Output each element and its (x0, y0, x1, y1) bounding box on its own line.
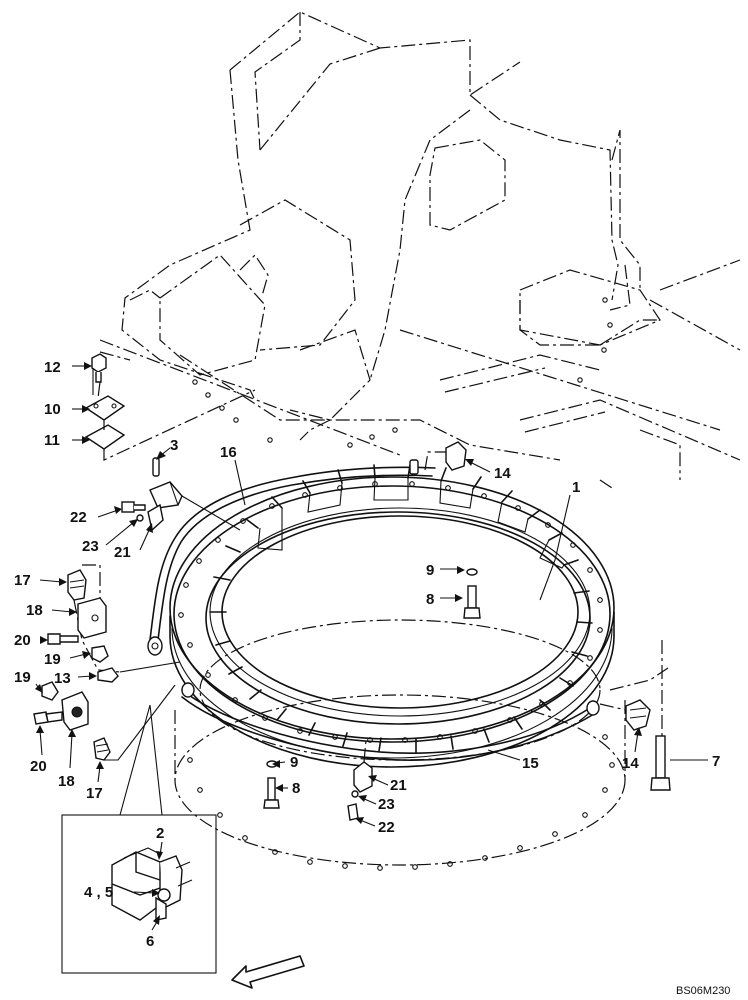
callout-20-lower: 20 (30, 758, 47, 775)
callout-8-bottom: 8 (292, 780, 300, 797)
callout-14-top: 14 (494, 465, 511, 482)
lower-ring-holes (187, 734, 615, 871)
callout-23-top: 23 (82, 538, 99, 555)
grease-hoses (147, 466, 600, 761)
callout-19-lower: 19 (14, 669, 31, 686)
callout-2: 2 (156, 825, 164, 842)
fitting-14-right (599, 667, 669, 731)
grease-plate-parts (84, 353, 256, 461)
callout-14-right: 14 (622, 755, 639, 772)
callout-8-top: 8 (426, 591, 434, 608)
bracket-21-bottom (347, 739, 373, 821)
callout-18-lower: 18 (58, 773, 75, 790)
front-direction-arrow-icon (231, 955, 305, 989)
bolt-8-and-washer-9-bottom (263, 760, 280, 809)
swing-bearing (169, 464, 615, 768)
callout-10: 10 (44, 401, 61, 418)
callout-9-top: 9 (426, 562, 434, 579)
callout-6: 6 (146, 933, 154, 950)
callout-labels: 12 10 11 3 16 14 1 22 23 21 9 8 17 18 20… (14, 359, 730, 997)
upper-frame-outline (99, 11, 741, 491)
detail-inset (61, 704, 217, 974)
callout-3: 3 (170, 437, 178, 454)
leader-lines (35, 362, 708, 931)
callout-11: 11 (44, 432, 60, 449)
callout-13: 13 (54, 670, 71, 687)
bolt-7 (650, 640, 671, 791)
callout-22-top: 22 (70, 509, 87, 526)
callout-7: 7 (712, 753, 720, 770)
grease-fittings-14-top (409, 441, 467, 475)
bearing-bolt-holes (178, 481, 603, 743)
callout-4-5: 4 , 5 (84, 884, 113, 901)
frame-bolt-holes (192, 297, 613, 448)
callout-16: 16 (220, 444, 237, 461)
callout-18-left: 18 (26, 602, 43, 619)
left-fittings (33, 564, 181, 761)
bolt-22-top (121, 501, 164, 532)
lower-base-ring (174, 619, 626, 871)
callout-17-left: 17 (14, 572, 31, 589)
pin-and-bracket-3 (149, 457, 241, 531)
callout-22-bottom: 22 (378, 819, 395, 836)
callout-21-bottom: 21 (390, 777, 407, 794)
bolt-8-and-washer-9-top (463, 568, 481, 619)
callout-17-lower: 17 (86, 785, 103, 802)
callout-1: 1 (572, 479, 580, 496)
drawing-code: BS06M230 (676, 985, 730, 997)
callout-9-bottom: 9 (290, 754, 298, 771)
callout-19-left: 19 (44, 651, 61, 668)
callout-21-top: 21 (114, 544, 131, 561)
callout-12: 12 (44, 359, 61, 376)
callout-20-left: 20 (14, 632, 31, 649)
callout-23-bottom: 23 (378, 796, 395, 813)
callout-15: 15 (522, 755, 539, 772)
